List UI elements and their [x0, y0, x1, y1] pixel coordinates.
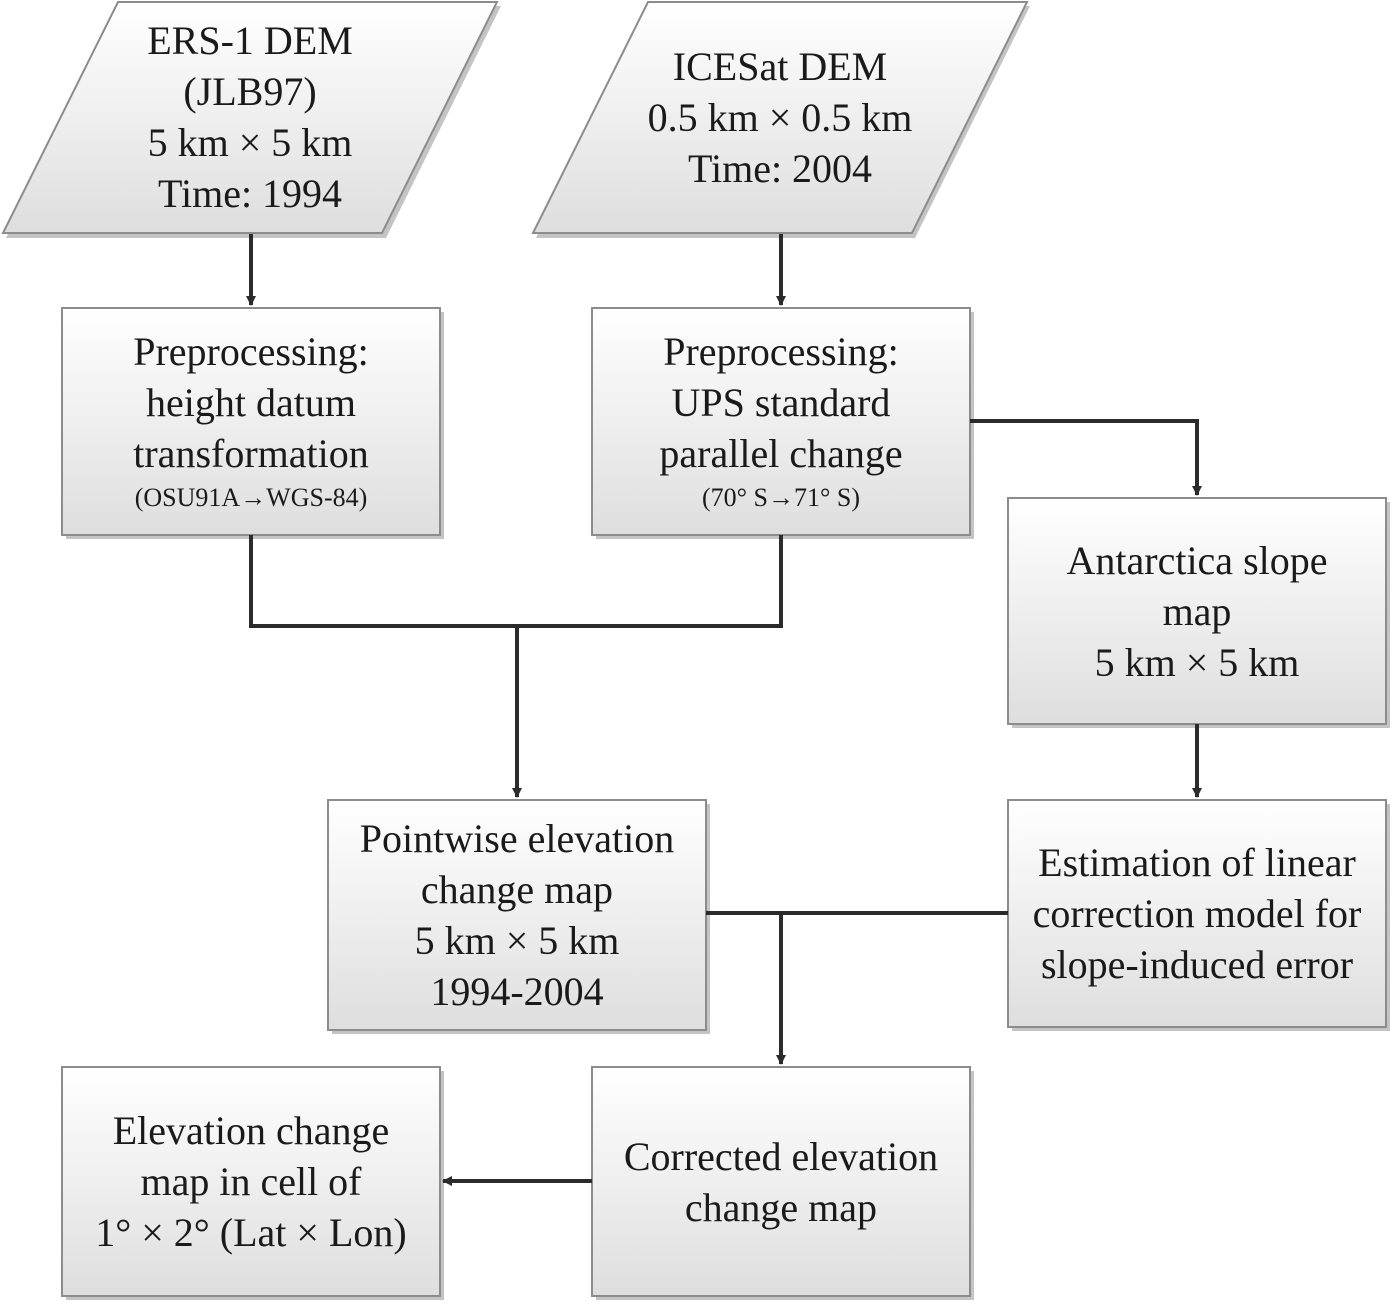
- icesat-dem-time: Time: 2004: [687, 145, 873, 191]
- pointwise-map-line-3: 5 km × 5 km: [414, 918, 620, 963]
- slope-map-line-3: 5 km × 5 km: [1094, 639, 1300, 685]
- cell-map-line-2: map in cell of: [140, 1159, 362, 1204]
- ers-dem-model: (JLB97): [183, 69, 317, 114]
- cell-map-line-3: 1° × 2° (Lat × Lon): [95, 1210, 407, 1255]
- cell-map-shape: [61, 1066, 441, 1297]
- ers-dem-node: ERS-1 DEM (JLB97) 5 km × 5 km Time: 1994: [60, 12, 440, 222]
- slope-map-line-1: Antarctica slope: [1066, 537, 1328, 583]
- preproc-ups-note: (70° S→71° S): [701, 483, 861, 512]
- ers-dem-title: ERS-1 DEM: [147, 18, 353, 63]
- connector-height-merge: [249, 535, 783, 628]
- ers-dem-resolution: 5 km × 5 km: [147, 120, 353, 165]
- pointwise-map-shape: [327, 799, 707, 1031]
- preproc-height-line-2: height datum: [146, 380, 356, 425]
- icesat-dem-title: ICESat DEM: [672, 43, 888, 89]
- preproc-height-note: (OSU91A→WGS-84): [134, 483, 368, 512]
- icesat-dem-node: ICESat DEM 0.5 km × 0.5 km Time: 2004: [590, 12, 970, 222]
- preproc-ups-line-1: Preprocessing:: [663, 329, 899, 374]
- preproc-ups-line-3: parallel change: [659, 431, 903, 476]
- preproc-ups-line-2: UPS standard: [671, 380, 891, 425]
- pointwise-map-line-2: change map: [420, 867, 614, 912]
- icesat-dem-shape: [531, 1, 1029, 234]
- cell-map-node: Elevation change map in cell of 1° × 2° …: [62, 1067, 440, 1296]
- estimation-model-line-2: correction model for: [1032, 891, 1362, 936]
- pointwise-map-line-4: 1994-2004: [430, 969, 604, 1014]
- icesat-dem-resolution: 0.5 km × 0.5 km: [647, 94, 913, 140]
- pointwise-map-line-1: Pointwise elevation: [359, 816, 675, 861]
- preproc-ups-shape: [591, 307, 971, 536]
- cell-map-line-1: Elevation change: [112, 1108, 390, 1153]
- corrected-map-line-1: Corrected elevation: [623, 1133, 939, 1179]
- preproc-ups-node: Preprocessing: UPS standard parallel cha…: [592, 308, 970, 535]
- preproc-height-line-3: transformation: [133, 431, 369, 476]
- connectors: [246, 234, 1202, 1186]
- estimation-model-shape: [1007, 799, 1387, 1028]
- preproc-height-node: Preprocessing: height datum transformati…: [62, 308, 440, 535]
- corrected-map-node: Corrected elevation change map: [592, 1067, 970, 1296]
- ers-dem-time: Time: 1994: [157, 171, 343, 216]
- slope-map-node: Antarctica slope map 5 km × 5 km: [1008, 498, 1386, 724]
- arrow-ups-to-slope: [970, 419, 1202, 496]
- corrected-map-line-2: change map: [684, 1184, 878, 1230]
- estimation-model-node: Estimation of linear correction model fo…: [1008, 800, 1386, 1027]
- estimation-model-line-3: slope-induced error: [1040, 942, 1354, 987]
- ers-dem-shape: [1, 1, 499, 234]
- preproc-height-line-1: Preprocessing:: [133, 329, 369, 374]
- corrected-map-shape: [591, 1066, 971, 1297]
- slope-map-line-2: map: [1162, 588, 1232, 634]
- estimation-model-line-1: Estimation of linear: [1038, 840, 1356, 885]
- pointwise-map-node: Pointwise elevation change map 5 km × 5 …: [328, 800, 706, 1030]
- preproc-height-shape: [61, 307, 441, 536]
